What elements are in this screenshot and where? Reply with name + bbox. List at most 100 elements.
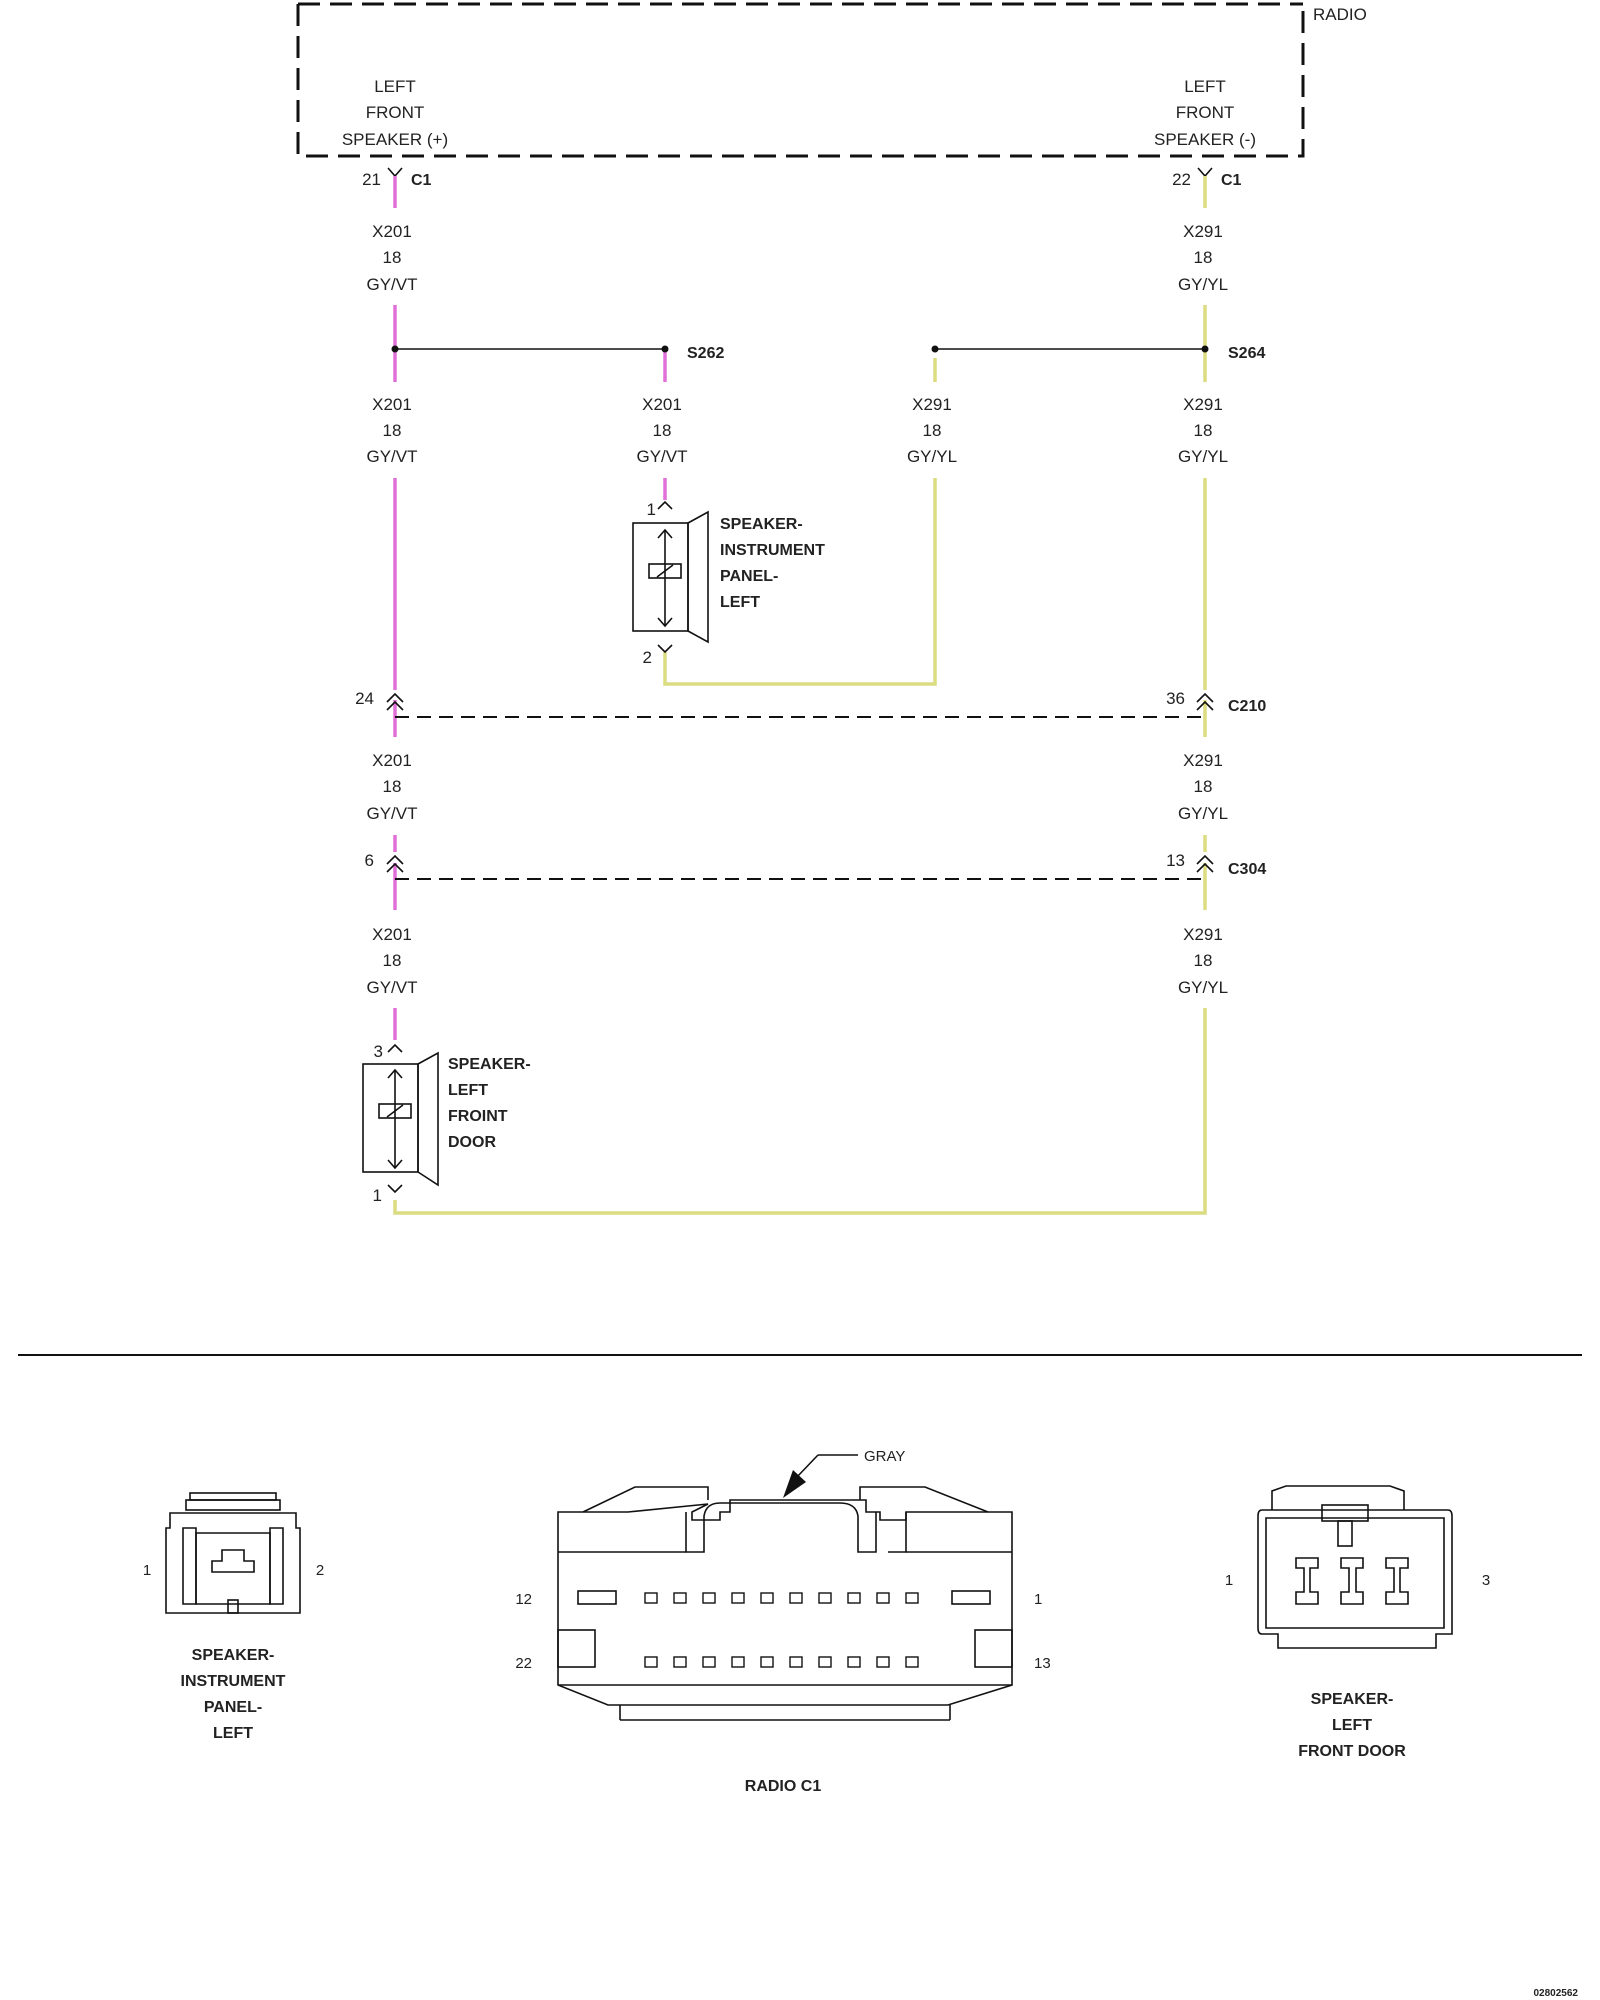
wire-x291-door-return (393, 1008, 1207, 1215)
radio-connector-corner-pad (974, 1629, 1013, 1668)
ip-speaker-label-2: INSTRUMENT (720, 542, 825, 559)
circuit-label-x201-3: X201 18 GY/VT (636, 395, 687, 466)
circuit-id: X291 (1183, 925, 1223, 944)
ip-view-label-3: PANEL- (204, 1699, 262, 1716)
pin-cavity (905, 1656, 919, 1668)
pin-symbol (1196, 700, 1214, 711)
radio-connector-slot-left (577, 1590, 617, 1605)
circuit-id: X201 (372, 395, 412, 414)
pin-symbol (657, 644, 673, 654)
radio-connector-top-left (582, 1486, 709, 1513)
ip-speaker-label-4: LEFT (720, 594, 760, 611)
radio-left-connector: C1 (411, 172, 432, 189)
speaker-cone (417, 1051, 439, 1187)
circuit-id: X291 (912, 395, 952, 414)
circuit-id: X291 (1183, 395, 1223, 414)
gray-leader-line (795, 1454, 819, 1479)
circuit-gauge: 18 (653, 421, 672, 440)
circuit-color: GY/VT (366, 447, 417, 466)
pin-symbol (657, 500, 673, 510)
radio-pin-left-label-3: SPEAKER (+) (342, 130, 448, 149)
connector-shell (1257, 1509, 1453, 1649)
speaker-body (632, 522, 689, 632)
circuit-label-x291-4: X291 18 GY/YL (1178, 751, 1228, 823)
circuit-label-x291-5: X291 18 GY/YL (1178, 925, 1228, 997)
circuit-id: X201 (642, 395, 682, 414)
door-view-label-2: LEFT (1332, 1717, 1372, 1734)
speaker-arrow (657, 528, 673, 539)
pin-symbol (387, 167, 403, 178)
circuit-label-x291-3: X291 18 GY/YL (1178, 395, 1228, 466)
pin-cavity (702, 1592, 716, 1604)
circuit-gauge: 18 (383, 951, 402, 970)
voice-coil-slash (656, 564, 674, 578)
pin-cavity (847, 1592, 861, 1604)
splice-s262-label: S262 (687, 345, 724, 362)
radio-connector-top-right (859, 1486, 989, 1513)
pin-cavity (731, 1592, 745, 1604)
circuit-gauge: 18 (383, 248, 402, 267)
circuit-id: X201 (372, 925, 412, 944)
radio-c1-pin1: 1 (1034, 1591, 1042, 1608)
circuit-color: GY/VT (366, 804, 417, 823)
ip-view-pin2: 2 (316, 1562, 324, 1579)
radio-pin-left-label-2: FRONT (366, 103, 425, 122)
pin-cavity (789, 1656, 803, 1668)
circuit-id: X201 (372, 751, 412, 770)
radio-connector-pin-row-top (644, 1592, 919, 1604)
splice-s264-label: S264 (1228, 345, 1265, 362)
pin-cavity (905, 1592, 919, 1604)
radio-pin-right-label-2: FRONT (1176, 103, 1235, 122)
ip-speaker-pin2: 2 (643, 648, 652, 667)
circuit-color: GY/YL (907, 447, 957, 466)
speaker-cone (687, 510, 709, 644)
pin-symbol (1196, 862, 1214, 873)
c304-left-cavity: 6 (365, 851, 374, 870)
circuit-label-x201-2: X201 18 GY/VT (366, 395, 417, 466)
connector-terminal (1340, 1557, 1364, 1605)
splice-dot (1201, 345, 1209, 353)
voice-coil (648, 563, 682, 579)
pin-symbol (386, 700, 404, 711)
pin-symbol (1197, 167, 1213, 178)
door-view-label-1: SPEAKER- (1311, 1691, 1394, 1708)
circuit-color: GY/YL (1178, 804, 1228, 823)
pin-cavity (702, 1656, 716, 1668)
circuit-gauge: 18 (1194, 421, 1213, 440)
connector-cavity (195, 1532, 271, 1605)
connector-guides (182, 1527, 284, 1605)
splice-dot (931, 345, 939, 353)
door-view-pin3: 3 (1482, 1572, 1490, 1589)
splice-s264: S264 (931, 345, 1265, 362)
pin-symbol (387, 1043, 403, 1053)
pin-symbol (386, 692, 404, 703)
door-speaker-label-1: SPEAKER- (448, 1056, 531, 1073)
pin-cavity (760, 1592, 774, 1604)
radio-connector-shell (557, 1499, 1013, 1706)
circuit-label-x201-5: X201 18 GY/VT (366, 925, 417, 997)
wires (393, 176, 1207, 1215)
door-speaker-pin1: 1 (373, 1186, 382, 1205)
radio-pin-right-label-1: LEFT (1184, 77, 1226, 96)
ip-view-label-4: LEFT (213, 1725, 253, 1742)
circuit-color: GY/VT (366, 978, 417, 997)
door-view-pin1: 1 (1225, 1572, 1233, 1589)
radio-connector-latch (685, 1502, 877, 1553)
radio-c1-color-label: GRAY (864, 1448, 905, 1465)
connector-shell (165, 1512, 301, 1614)
radio-c1-pin13: 13 (1034, 1655, 1051, 1672)
pin-symbol (387, 1184, 403, 1194)
connector-c210: 24 36 C210 (355, 689, 1266, 718)
door-speaker-pin3: 3 (374, 1042, 383, 1061)
radio-c1-right-pin: 22 C1 (1172, 167, 1242, 189)
circuit-color: GY/YL (1178, 275, 1228, 294)
ip-view-pin1: 1 (143, 1562, 151, 1579)
gray-leader-arrow (783, 1470, 806, 1498)
pin-cavity (644, 1592, 658, 1604)
circuit-label-x291-1: X291 18 GY/YL (1178, 222, 1228, 294)
pin-cavity (644, 1656, 658, 1668)
pin-symbol (1196, 854, 1214, 865)
pin-cavity (876, 1656, 890, 1668)
circuit-label-x201-4: X201 18 GY/VT (366, 751, 417, 823)
speaker-arrow (657, 617, 673, 628)
